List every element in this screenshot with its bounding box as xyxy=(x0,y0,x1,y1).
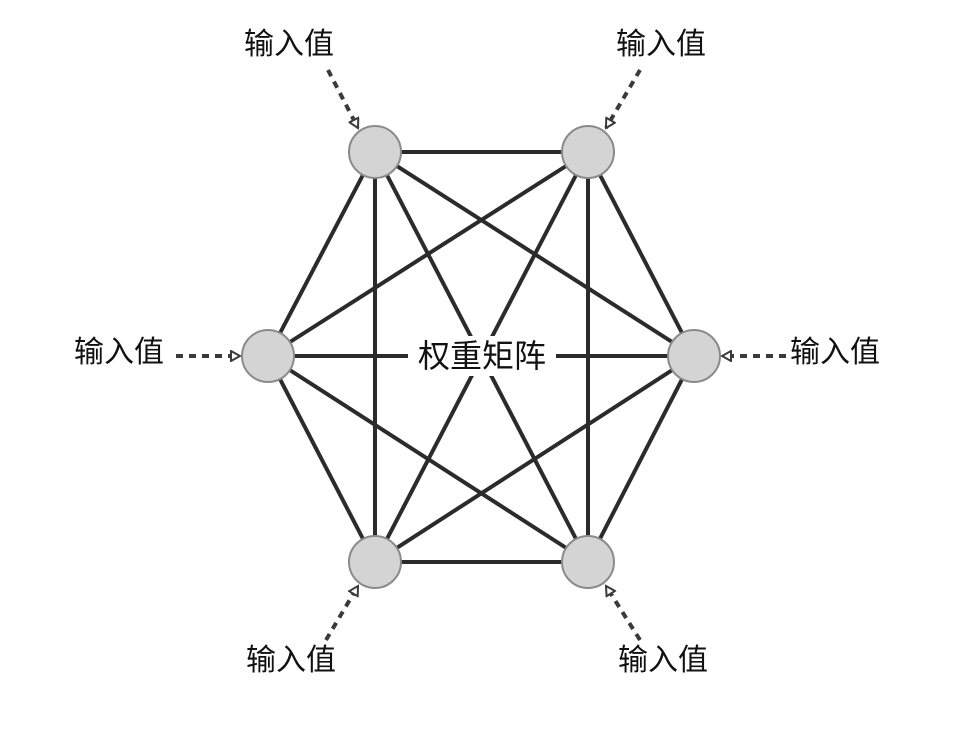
node-top-right xyxy=(561,125,615,179)
node-bottom-left xyxy=(348,535,402,589)
input-label-right: 输入值 xyxy=(790,335,880,370)
node-top-left xyxy=(348,125,402,179)
edge-right-bottom-left xyxy=(373,354,696,564)
edge-top-left-left xyxy=(266,151,377,357)
edge-top-right-left xyxy=(266,150,590,358)
edge-left-bottom-left xyxy=(266,355,377,563)
weight-matrix-label: 权重矩阵 xyxy=(408,336,557,376)
input-label-top-right: 输入值 xyxy=(616,27,706,62)
edge-left-bottom-right xyxy=(266,354,590,564)
input-arrow-top-left xyxy=(326,69,360,128)
input-arrow-bottom-right xyxy=(604,586,642,642)
input-label-bottom-right: 输入值 xyxy=(618,643,708,678)
node-left xyxy=(241,329,295,383)
edge-right-bottom-right xyxy=(586,355,696,563)
input-label-left: 输入值 xyxy=(74,335,164,370)
node-right xyxy=(667,329,721,383)
neuron-nodes xyxy=(241,125,721,589)
node-bottom-right xyxy=(561,535,615,589)
input-label-top-left: 输入值 xyxy=(244,27,334,62)
input-label-bottom-left: 输入值 xyxy=(246,643,336,678)
input-arrows xyxy=(176,68,786,642)
input-arrow-top-right xyxy=(604,68,642,128)
edge-top-right-right xyxy=(586,151,696,357)
input-arrow-bottom-left xyxy=(324,586,360,642)
